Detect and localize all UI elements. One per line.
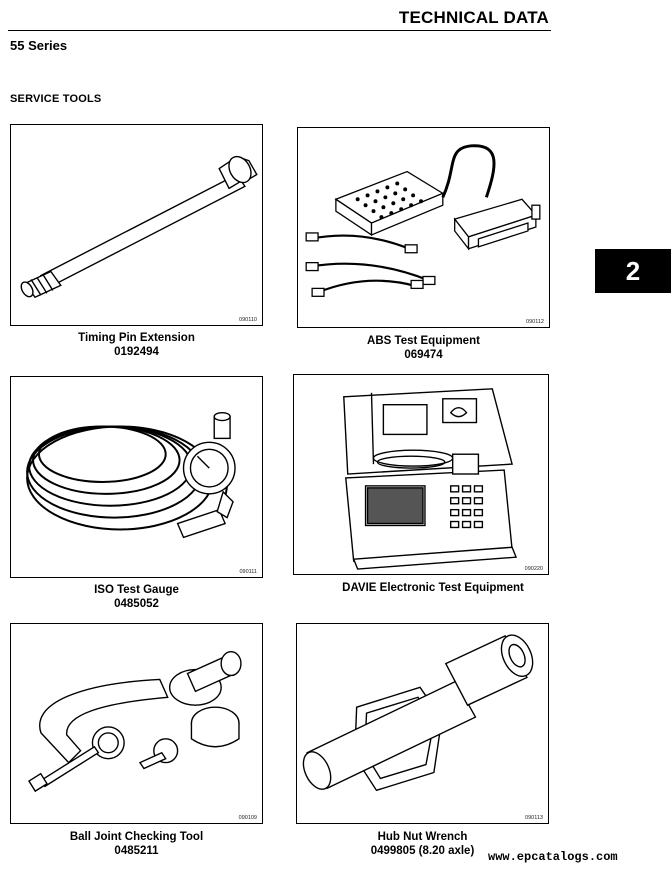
tool-name: Ball Joint Checking Tool (69, 831, 204, 843)
tool-caption-ball-joint-checking-tool: Ball Joint Checking Tool 0485211 (10, 830, 263, 858)
figure-code: 090111 (239, 569, 257, 575)
figure-code: 090109 (238, 815, 257, 821)
tool-figure-timing-pin-extension: 090110 (10, 124, 263, 326)
page-header-title: TECHNICAL DATA (398, 8, 549, 27)
section-title: SERVICE TOOLS (10, 93, 102, 105)
abs-test-equipment-illustration (305, 144, 541, 297)
figure-code: 090220 (524, 566, 543, 572)
tool-name: ISO Test Gauge (94, 584, 179, 596)
tool-part-number: 069474 (404, 349, 443, 361)
tool-caption-davie-electronic-test-equipment: DAVIE Electronic Test Equipment (293, 581, 573, 595)
tool-name: ABS Test Equipment (367, 335, 480, 347)
tool-part-number: 0485211 (114, 845, 159, 857)
tool-part-number: 0499805 (8.20 axle) (370, 845, 475, 857)
tool-figure-davie-electronic-test-equipment: 090220 (293, 374, 549, 575)
figure-code: 090110 (239, 317, 257, 323)
tool-name: Hub Nut Wrench (377, 831, 468, 843)
hub-nut-wrench-illustration (302, 634, 534, 792)
tool-caption-abs-test-equipment: ABS Test Equipment 069474 (297, 334, 550, 362)
timing-pin-extension-illustration (20, 155, 258, 299)
iso-test-gauge-illustration (26, 411, 236, 539)
figure-code: 090113 (525, 815, 543, 821)
davie-electronic-test-equipment-illustration (343, 388, 518, 570)
header-divider (8, 30, 551, 31)
tool-name: Timing Pin Extension (78, 332, 195, 344)
tool-caption-timing-pin-extension: Timing Pin Extension 0192494 (10, 331, 263, 359)
tool-part-number: 0485052 (114, 598, 159, 610)
chapter-tab: 2 (595, 249, 671, 293)
tool-caption-hub-nut-wrench: Hub Nut Wrench 0499805 (8.20 axle) (296, 830, 549, 858)
series-title: 55 Series (10, 38, 68, 53)
tool-figure-abs-test-equipment: 090112 (297, 127, 550, 328)
tool-caption-iso-test-gauge: ISO Test Gauge 0485052 (10, 583, 263, 611)
tool-name: DAVIE Electronic Test Equipment (342, 582, 524, 594)
ball-joint-checking-tool-illustration (28, 651, 242, 793)
tool-figure-ball-joint-checking-tool: 090109 (10, 623, 263, 824)
figure-code: 090112 (526, 319, 544, 325)
tool-figure-iso-test-gauge: 090111 (10, 376, 263, 578)
tool-figure-hub-nut-wrench: 090113 (296, 623, 549, 824)
tool-part-number: 0192494 (114, 346, 159, 358)
watermark-url: www.epcatalogs.com (488, 850, 618, 864)
